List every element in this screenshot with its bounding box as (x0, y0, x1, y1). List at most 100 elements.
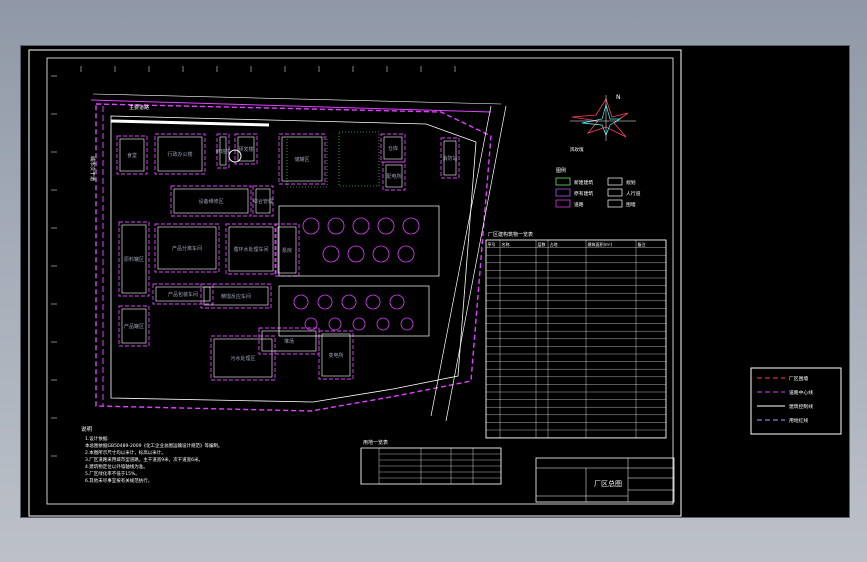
green-area (338, 131, 380, 187)
green-strip (110, 119, 270, 127)
note-line: 本总图依据GB50489-2009《化工企业总图运输设计规范》等编制。 (85, 442, 222, 449)
tank (389, 294, 405, 310)
note-line: 4.建筑物定位以外墙轴线为准。 (85, 463, 148, 470)
building-label: 储罐区 (294, 156, 309, 163)
table-title: 厂区建构筑物一览表 (488, 231, 533, 238)
building-label: 行政办公楼 (167, 151, 192, 158)
wind-rose: N 风玫瑰 (570, 94, 636, 153)
building-b14: 变电所 (318, 330, 354, 380)
table-header: 层数 (538, 241, 546, 247)
legend-label: 人行道 (626, 190, 641, 197)
tank (400, 317, 414, 331)
building-label: 设备维修区 (198, 198, 223, 205)
building-table: 厂区建构筑物一览表 序号名称层数占地建筑面积(m²)备注 (485, 231, 667, 439)
inner-road-edge (110, 115, 477, 403)
note-line: 1.设计依据: (85, 435, 109, 442)
building-label: 精馏反应车间 (221, 293, 251, 300)
note-line: 3.厂区道路采用城市型道路，主干道宽9米，次干道宽6米。 (85, 456, 203, 463)
building-label: 消防站 (442, 155, 457, 162)
line-legend-label: 用地红线 (789, 417, 808, 424)
tank (322, 245, 340, 263)
building-b15: 消防站 (440, 137, 460, 179)
title-block-name: 厂区总图 (594, 479, 622, 488)
building-b4: 研发楼 (234, 133, 258, 165)
tank (372, 245, 390, 263)
note-line: 2.本图所示尺寸均以米计，标高以米计。 (85, 449, 166, 456)
line-legend-label: 道路中心线 (789, 389, 813, 396)
building-label: 仓库 (388, 145, 398, 152)
building-b13: 堆场 (258, 327, 320, 355)
building-b16: 储罐区 (278, 133, 326, 185)
legend-label: 道路 (574, 201, 584, 208)
tank (304, 317, 318, 331)
legend-label: 原有建筑 (574, 190, 593, 197)
tank (365, 294, 381, 310)
building-b11: 精馏反应车间 (200, 283, 272, 309)
table-header: 名称 (502, 241, 510, 247)
building-label: 食堂 (127, 152, 137, 159)
building-b12: 污水处理区 (210, 335, 276, 381)
building-label: 原料罐区 (124, 256, 144, 263)
right-road-edge-2 (445, 105, 507, 422)
land-use-table: 用地一览表 (360, 439, 502, 485)
note-line: 5.厂区绿化率不低于15%。 (85, 470, 140, 477)
tank (302, 217, 320, 235)
notes-lines: 1.设计依据: 本总图依据GB50489-2009《化工企业总图运输设计规范》等… (85, 435, 222, 484)
building-label: 泵房 (282, 247, 292, 254)
table-grid: 序号名称层数占地建筑面积(m²)备注 (485, 239, 667, 438)
tank (328, 317, 342, 331)
coordinate-ticks (51, 66, 456, 457)
building-label: 变电所 (328, 352, 343, 359)
line-legend-label: 厂区围墙 (789, 375, 808, 382)
legend-title: 图例 (556, 167, 566, 174)
legend-items: 新建建筑规划原有建筑人行道道路围墙 (555, 177, 641, 208)
land-table-title: 用地一览表 (363, 439, 388, 446)
table-header: 建筑面积(m²) (588, 241, 613, 247)
building-b17: 产品罐区 (118, 305, 150, 347)
tank (341, 294, 357, 310)
road-label: 主要道路 (129, 104, 149, 111)
building-label: 堆场 (284, 338, 294, 345)
building-b3: 倒班楼 (215, 133, 231, 169)
legend-label: 规划 (626, 179, 636, 186)
top-road-edge (92, 93, 502, 105)
wind-label: 风玫瑰 (570, 146, 584, 153)
building-b20: 配电所 (382, 161, 406, 191)
building-label: 产品包装车间 (168, 291, 198, 298)
tank (347, 245, 365, 263)
building-label: 配电所 (386, 173, 401, 180)
sheet-outer-frame (28, 49, 682, 517)
roundabout (228, 149, 242, 163)
building-b19: 仓库 (380, 133, 406, 163)
building-label: 研发楼 (238, 146, 253, 153)
tank (376, 317, 390, 331)
building-label: 产品分离车间 (172, 245, 202, 252)
site-boundary (95, 103, 492, 412)
cad-viewport[interactable]: 食堂 行政办公楼 倒班楼 研发楼设备维修区 综合管理产品分离车间 循环水处理车间原料罐区产… (20, 45, 850, 518)
top-road-line (90, 99, 492, 113)
tank (293, 294, 309, 310)
title-block: 厂区总图 (535, 457, 675, 503)
table-header: 备注 (638, 241, 646, 247)
sheet-inner-frame (46, 57, 674, 505)
tank (317, 294, 333, 310)
building-label: 综合管理 (253, 198, 273, 205)
road-label-2: 城市次干道 (89, 156, 96, 181)
building-b5: 设备维修区 (170, 185, 252, 217)
building-b9: 原料罐区 (118, 221, 150, 297)
notes-block: 说明 1.设计依据: 本总图依据GB50489-2009《化工企业总图运输设计规… (81, 425, 222, 484)
building-b7: 产品分离车间 (154, 223, 220, 273)
tank (352, 217, 370, 235)
note-line: 6.其他未尽事宜按有关规范执行。 (85, 477, 152, 484)
building-label: 倒班楼 (215, 148, 230, 155)
tank (327, 217, 345, 235)
building-b6: 综合管理 (252, 185, 274, 217)
building-label: 产品罐区 (124, 323, 144, 330)
line-legend-label: 建筑控制线 (789, 403, 813, 410)
building-label: 循环水处理车间 (233, 246, 268, 253)
